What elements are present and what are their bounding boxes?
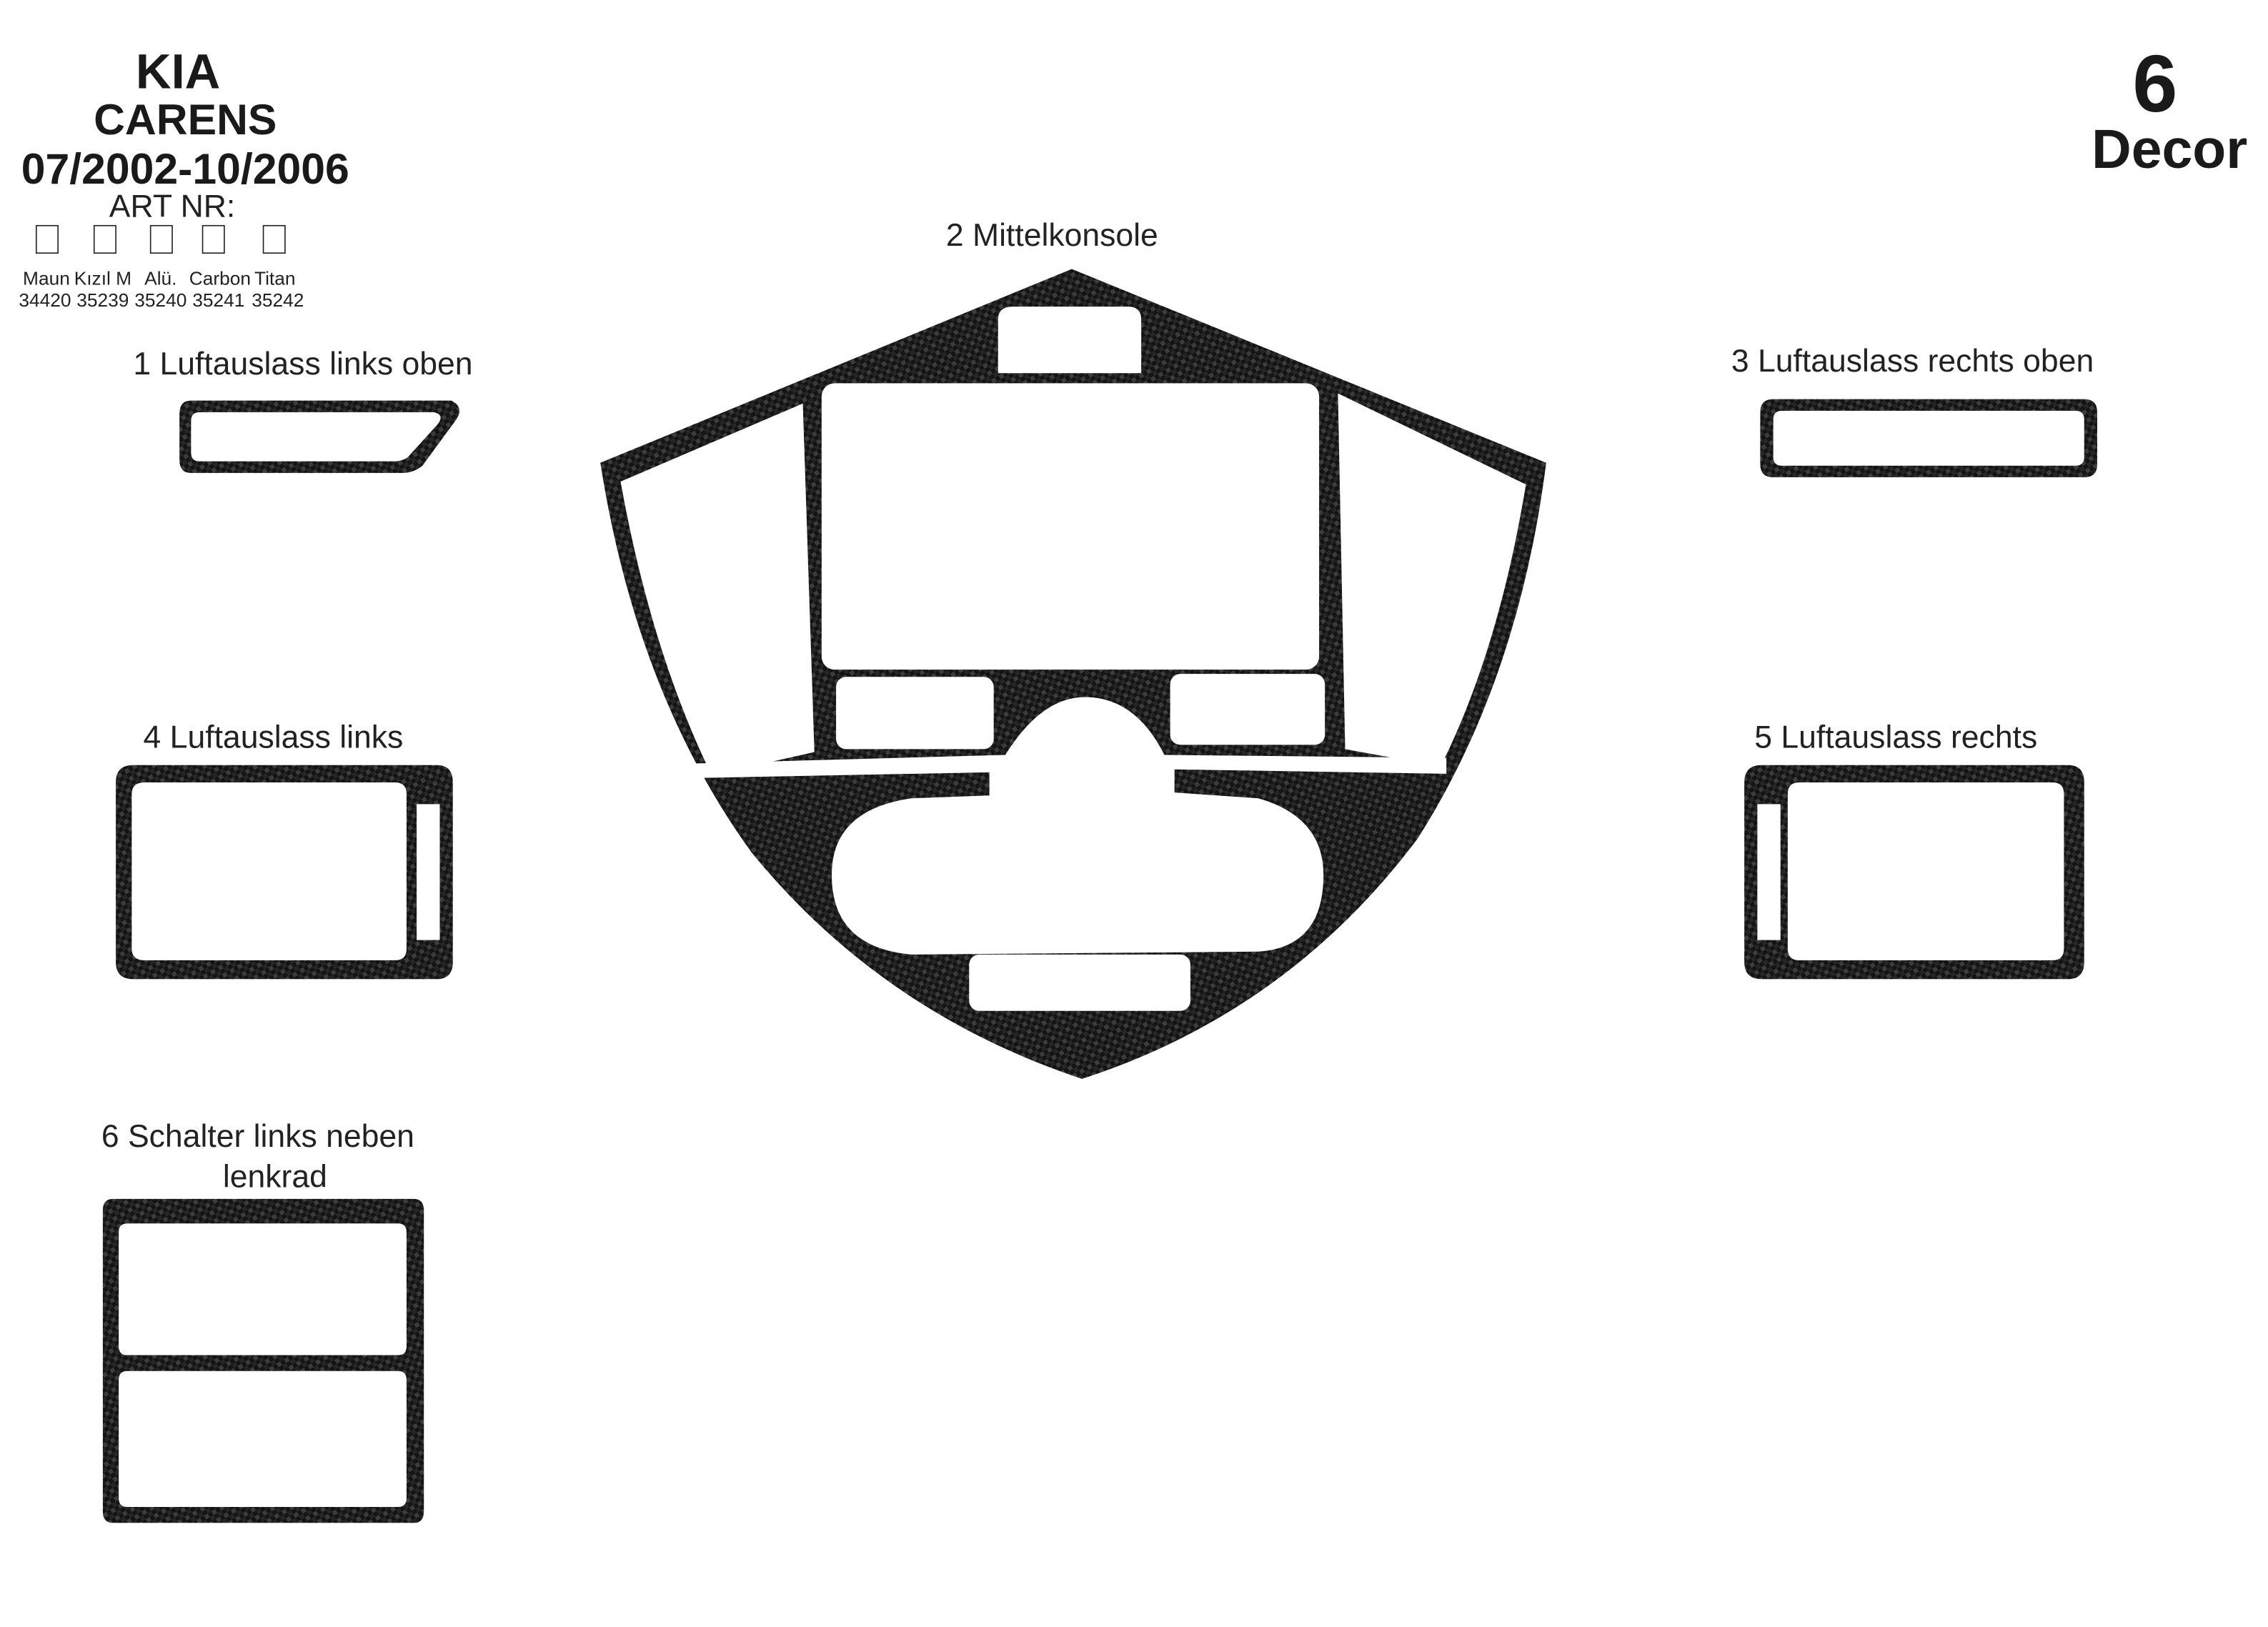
part-4-air-vent-left[interactable] (116, 765, 453, 980)
period-title: 07/2002-10/2006 (21, 144, 349, 193)
part-label-3: 3 Luftauslass rechts oben (1731, 344, 2094, 379)
part-label-5: 5 Luftauslass rechts (1754, 720, 2037, 755)
option-code: 35241 (192, 289, 244, 311)
part-label-2: 2 Mittelkonsole (946, 218, 1158, 253)
right-button-window (1170, 674, 1326, 745)
part-label-4: 4 Luftauslass links (144, 720, 404, 755)
option-checkbox-carbon[interactable] (202, 224, 225, 254)
center-dome-cut (691, 697, 1447, 955)
part-label-1: 1 Luftauslass links oben (133, 347, 472, 382)
option-checkbox-titan[interactable] (262, 224, 286, 254)
option-name: Alü. (144, 268, 176, 289)
left-side-window (620, 403, 815, 775)
model-title: CARENS (94, 95, 277, 144)
option-checkbox-kizil[interactable] (93, 224, 116, 254)
piece-count: 6 (2132, 39, 2177, 129)
part-label-6-line2: lenkrad (223, 1160, 327, 1195)
part-label-6: 6 Schalter links neben (101, 1119, 414, 1154)
part-3-air-vent-right-top[interactable] (1760, 399, 2097, 477)
option-code: 34420 (19, 289, 71, 311)
art-options: Maun Kızıl M Alü. Carbon Titan 34420 352… (19, 224, 304, 311)
bottom-slot (969, 954, 1190, 1011)
left-button-window (836, 677, 994, 750)
piece-count-label: Decor (2092, 119, 2247, 180)
option-checkbox-maun[interactable] (35, 224, 59, 254)
display-window (821, 383, 1320, 670)
top-slot (998, 307, 1142, 374)
brand-title: KIA (136, 44, 220, 99)
part-6-switch-panel[interactable] (102, 1198, 424, 1523)
part-2-center-console[interactable] (600, 269, 1546, 1079)
option-checkbox-alu[interactable] (149, 224, 173, 254)
option-code: 35240 (134, 289, 186, 311)
option-name: Titan (254, 268, 296, 289)
part-1-air-vent-left-top[interactable] (179, 400, 459, 473)
right-side-window (1338, 393, 1526, 767)
art-nr-label: ART NR: (109, 189, 235, 224)
option-code: 35239 (76, 289, 129, 311)
option-name: Maun (23, 268, 70, 289)
option-name: Kızıl M (74, 268, 131, 289)
part-5-air-vent-right[interactable] (1744, 765, 2084, 980)
option-code: 35242 (252, 289, 304, 311)
option-name: Carbon (189, 268, 251, 289)
